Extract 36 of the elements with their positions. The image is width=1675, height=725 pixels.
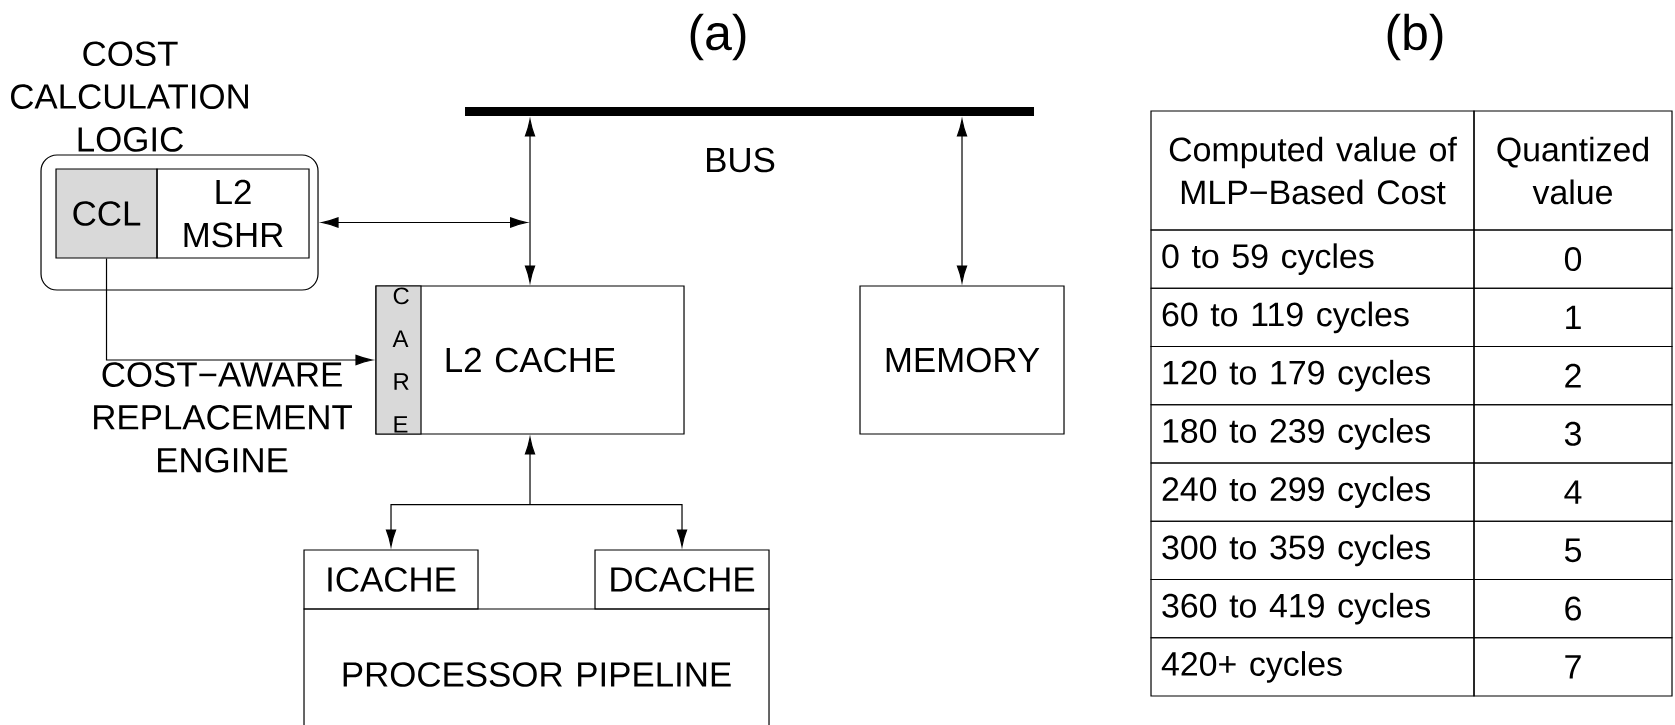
box-heading: COST CALCULATION LOGIC (11, 41, 248, 152)
table-cell: Quantized value (1473, 110, 1673, 231)
table-cell: 420+ cycles (1150, 637, 1475, 697)
table-cell: 6 (1473, 578, 1673, 639)
table-cell: 120 to 179 cycles (1150, 345, 1475, 406)
table-cell: 3 (1473, 404, 1673, 464)
table-cell: 0 to 59 cycles (1150, 229, 1475, 289)
arrow (385, 504, 531, 547)
arrow (524, 437, 536, 506)
table-cell: Computed value of MLP−Based Cost (1150, 110, 1475, 231)
logic-box: CCL (55, 168, 158, 259)
table-cell: 360 to 419 cycles (1150, 578, 1475, 639)
cache-box: ICACHE (303, 549, 479, 610)
bus-label: BUS (707, 147, 775, 173)
arrow (105, 258, 373, 366)
table-cell: 7 (1473, 637, 1673, 697)
table-cell: 4 (1473, 462, 1673, 522)
pipeline-box: PROCESSOR PIPELINE (303, 608, 770, 725)
arrow (956, 119, 968, 283)
engine-strip: C A R E (375, 285, 422, 435)
mshr-box: L2 MSHR (156, 168, 310, 259)
panel-label: (b) (1387, 13, 1443, 61)
table-cell: 300 to 359 cycles (1150, 520, 1475, 581)
cache-box: DCACHE (594, 549, 770, 610)
table-cell: 180 to 239 cycles (1150, 404, 1475, 464)
table-cell: 5 (1473, 520, 1673, 581)
table-cell: 60 to 119 cycles (1150, 287, 1475, 348)
table-cell: 2 (1473, 345, 1673, 406)
arrow (529, 504, 688, 547)
table-cell: 240 to 299 cycles (1150, 462, 1475, 522)
table-cell: 1 (1473, 287, 1673, 348)
arrow (524, 119, 536, 283)
engine-label: COST−AWARE REPLACEMENT ENGINE (94, 362, 352, 473)
table-cell: 0 (1473, 229, 1673, 289)
panel-label: (a) (690, 13, 746, 61)
memory-box: MEMORY (859, 285, 1065, 435)
